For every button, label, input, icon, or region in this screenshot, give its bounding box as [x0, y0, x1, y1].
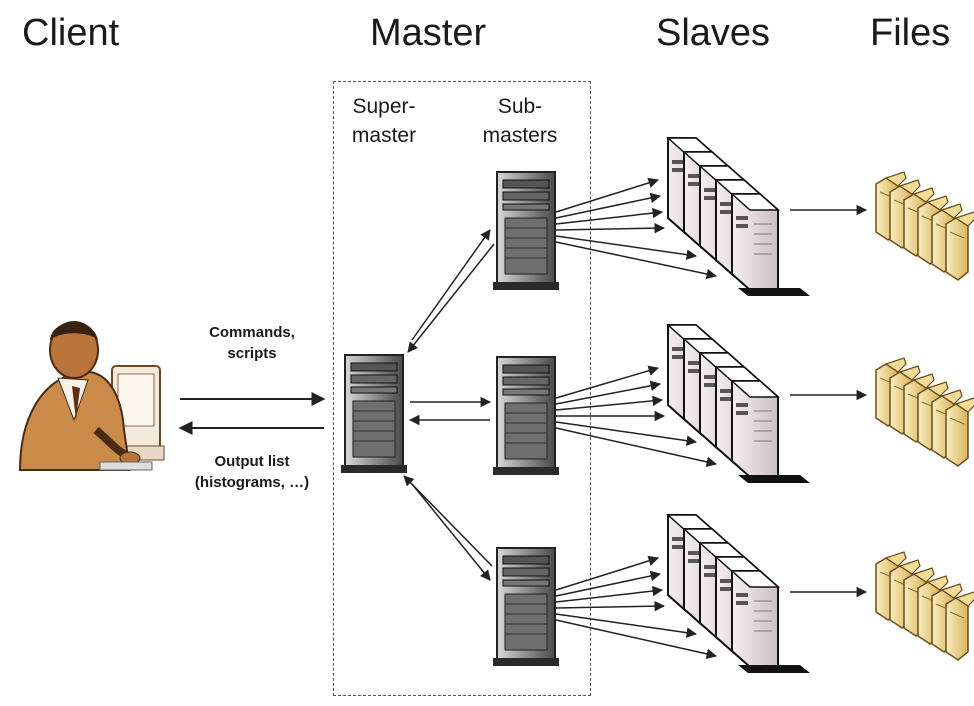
fanout-arrows-1 [555, 177, 718, 280]
submaster-server-icon-3 [492, 547, 560, 667]
slaves-group-2 [668, 325, 810, 483]
slaves-group-1 [668, 138, 810, 296]
supermaster-server-icon [340, 354, 408, 474]
client-user-icon [18, 321, 165, 471]
output-label: Output list (histograms, …) [194, 453, 310, 491]
sub3-to-sup-arrow [403, 475, 493, 567]
submaster-server-icon-2 [492, 356, 560, 476]
submasters-label: Sub- masters [482, 95, 558, 147]
sub1-to-sup-arrow [407, 243, 495, 353]
files-folder-icon-1 [876, 172, 974, 280]
files-folder-icon-3 [876, 552, 974, 660]
sup-to-sub1-arrow [411, 229, 491, 341]
files-folder-icon-2 [876, 358, 974, 466]
header-master: Master [370, 12, 487, 54]
supermaster-label: Super- master [351, 95, 417, 147]
header-files: Files [870, 12, 951, 54]
header-slaves: Slaves [656, 12, 771, 54]
sup-to-sub3-arrow [411, 483, 491, 581]
fanout-arrows-2 [555, 365, 718, 468]
header-client: Client [22, 12, 120, 54]
commands-label: Commands, scripts [209, 324, 295, 362]
submaster-server-icon-1 [492, 171, 560, 291]
fanout-arrows-3 [555, 555, 718, 660]
